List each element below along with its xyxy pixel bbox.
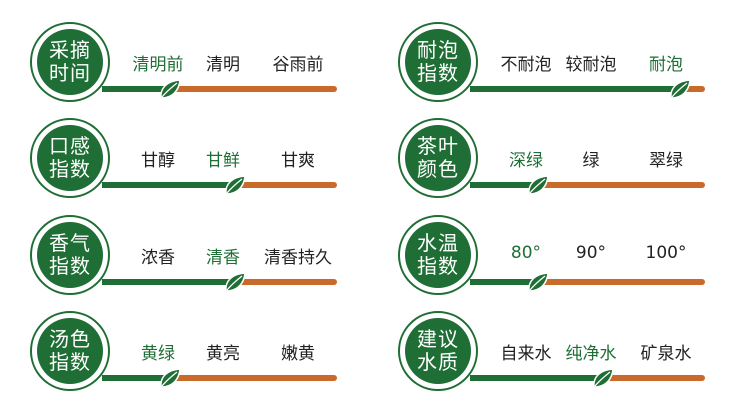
scale-badge-title: 香气指数 [37,222,103,288]
scale-badge: 口感指数 [30,118,110,198]
scale-option: 翠绿 [649,151,683,171]
scale-steeping-index: 耐泡指数不耐泡较耐泡耐泡 [398,22,713,106]
scale-bar-filled [470,182,538,188]
scale-bar-remaining [235,182,337,188]
scale-title-line2: 指数 [49,254,91,278]
scale-bar-filled [470,375,603,381]
scale-badge-title: 耐泡指数 [405,29,471,95]
scale-title-line2: 指数 [417,254,459,278]
scale-option-selected: 清明前 [132,55,184,75]
scale-badge: 建议水质 [398,311,478,391]
scale-option: 绿 [582,151,600,171]
scale-title-line1: 建议 [417,327,459,351]
scale-bar-remaining [170,86,337,92]
scale-bar-remaining [680,86,705,92]
scale-leaf-color: 茶叶颜色 深绿 绿 翠绿 [398,118,713,202]
scale-badge-title: 口感指数 [37,125,103,191]
tea-leaf-icon [526,270,550,294]
scale-bar-remaining [170,375,337,381]
scale-option-selected: 甘鲜 [206,151,240,171]
scale-option: 较耐泡 [565,55,617,75]
scale-bar-remaining [538,279,705,285]
scale-badge: 采摘时间 [30,22,110,102]
scale-option: 100° [645,243,687,263]
scale-recommended-water: 建议水质 自来水纯净水 矿泉水 [398,311,713,395]
scale-option-selected: 纯净水 [565,344,617,364]
scale-badge: 汤色指数 [30,311,110,391]
scale-badge-title: 汤色指数 [37,318,103,384]
scale-badge: 耐泡指数 [398,22,478,102]
scale-option: 90° [575,243,607,263]
scale-badge-title: 建议水质 [405,318,471,384]
scale-option-selected: 黄绿 [141,344,175,364]
scale-water-temperature: 水温指数 80° 90° 100° [398,215,713,299]
tea-leaf-icon [223,173,247,197]
scale-option: 甘爽 [281,151,315,171]
scale-title-line1: 耐泡 [417,38,459,62]
scale-option: 浓香 [141,248,175,268]
scale-option: 自来水 [500,344,552,364]
scale-bar-filled [102,182,235,188]
scale-title-line1: 茶叶 [417,134,459,158]
scale-title-line1: 口感 [49,134,91,158]
scale-option: 清香持久 [264,248,332,268]
scale-picking-time: 采摘时间 清明前 清明 谷雨前 [30,22,345,106]
tea-leaf-icon [158,366,182,390]
scale-bar-filled [102,86,170,92]
scale-bar-remaining [538,182,705,188]
scale-bar-remaining [235,279,337,285]
scale-option-selected: 清香 [206,248,240,268]
scale-option: 谷雨前 [272,55,324,75]
tea-leaf-icon [223,270,247,294]
scale-option-selected: 深绿 [509,151,543,171]
scale-option-selected: 耐泡 [649,55,683,75]
scale-title-line2: 指数 [49,350,91,374]
scale-option: 矿泉水 [640,344,692,364]
scale-option: 清明 [206,55,240,75]
scale-badge: 香气指数 [30,215,110,295]
tea-leaf-icon [668,77,692,101]
scale-option: 甘醇 [141,151,175,171]
scale-option-selected: 80° [510,243,542,263]
scale-liquor-color-index: 汤色指数 黄绿 黄亮 嫩黄 [30,311,345,395]
scale-bar-filled [102,375,170,381]
scale-aroma-index: 香气指数 浓香 清香 清香持久 [30,215,345,299]
scale-badge: 茶叶颜色 [398,118,478,198]
scale-title-line1: 采摘 [49,38,91,62]
tea-leaf-icon [526,173,550,197]
scale-badge-title: 茶叶颜色 [405,125,471,191]
scale-title-line2: 水质 [417,350,459,374]
scale-bar-filled [470,86,680,92]
scale-title-line1: 香气 [49,231,91,255]
scale-badge: 水温指数 [398,215,478,295]
scale-bar-filled [470,279,538,285]
scale-title-line2: 指数 [49,157,91,181]
scale-title-line2: 颜色 [417,157,459,181]
scale-taste-index: 口感指数 甘醇 甘鲜 甘爽 [30,118,345,202]
scale-title-line2: 指数 [417,61,459,85]
scale-title-line2: 时间 [49,61,91,85]
scale-option: 嫩黄 [281,344,315,364]
scale-option: 黄亮 [206,344,240,364]
scale-badge-title: 水温指数 [405,222,471,288]
scale-bar-filled [102,279,235,285]
scale-title-line1: 汤色 [49,327,91,351]
tea-leaf-icon [591,366,615,390]
scale-badge-title: 采摘时间 [37,29,103,95]
scale-bar-remaining [603,375,705,381]
scale-option: 不耐泡 [500,55,552,75]
scale-title-line1: 水温 [417,231,459,255]
tea-leaf-icon [158,77,182,101]
